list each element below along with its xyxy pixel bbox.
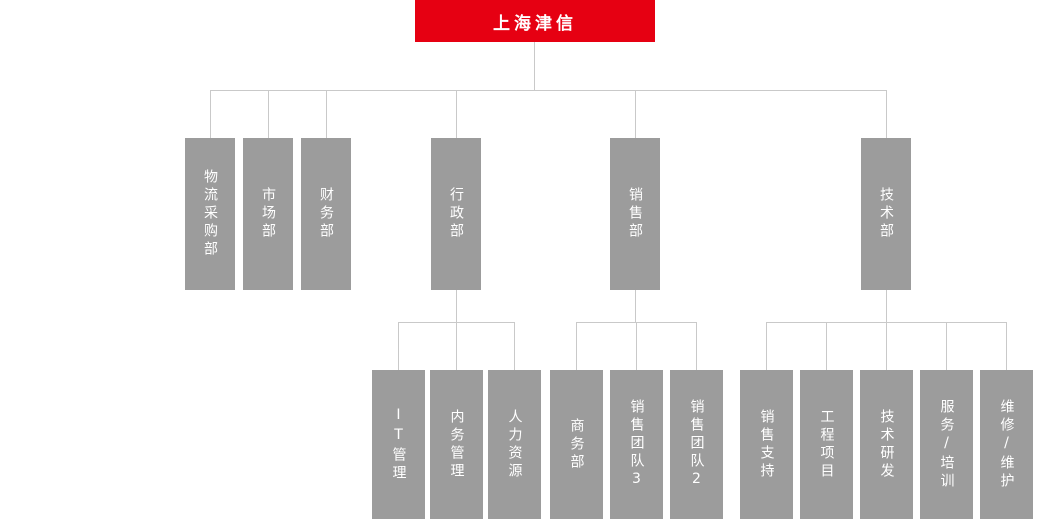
org-node-sales-team-3-label: 销售团队3 — [628, 398, 645, 491]
connector-drop-administration — [456, 90, 457, 138]
org-node-service-training-label: 服务/培训 — [938, 398, 955, 491]
org-node-repair-maintenance: 维修/维护 — [980, 370, 1033, 519]
org-node-it-management-label: IT管理 — [390, 406, 407, 483]
org-node-internal-affairs-label: 内务管理 — [448, 408, 465, 481]
connector-drop-repair-maintenance — [1006, 322, 1007, 370]
org-node-sales-team-2-label: 销售团队2 — [688, 398, 705, 491]
org-node-administration-label: 行政部 — [448, 187, 464, 241]
org-node-service-training: 服务/培训 — [920, 370, 973, 519]
connector-admin-stem — [456, 290, 457, 322]
org-node-technology: 技术部 — [861, 138, 911, 290]
connector-drop-business-dept — [576, 322, 577, 370]
connector-drop-technology — [886, 90, 887, 138]
org-node-marketing-label: 市场部 — [260, 187, 276, 241]
org-node-administration: 行政部 — [431, 138, 481, 290]
org-node-root-label: 上海津信 — [493, 13, 577, 34]
org-node-business-dept-label: 商务部 — [568, 417, 585, 472]
org-node-root: 上海津信 — [415, 0, 655, 42]
org-node-engineering-projects: 工程项目 — [800, 370, 853, 519]
connector-drop-human-resources — [514, 322, 515, 370]
connector-drop-sales — [635, 90, 636, 138]
org-node-sales-support: 销售支持 — [740, 370, 793, 519]
connector-drop-it-management — [398, 322, 399, 370]
org-node-logistics-procurement-label: 物流采购部 — [202, 169, 218, 259]
org-node-sales-team-3: 销售团队3 — [610, 370, 663, 519]
org-node-repair-maintenance-label: 维修/维护 — [998, 398, 1015, 491]
org-node-business-dept: 商务部 — [550, 370, 603, 519]
org-node-logistics-procurement: 物流采购部 — [185, 138, 235, 290]
connector-drop-service-training — [946, 322, 947, 370]
connector-drop-finance — [326, 90, 327, 138]
org-node-tech-rnd-label: 技术研发 — [878, 408, 895, 481]
org-node-internal-affairs: 内务管理 — [430, 370, 483, 519]
connector-sales-stem — [635, 290, 636, 322]
org-node-sales: 销售部 — [610, 138, 660, 290]
org-node-engineering-projects-label: 工程项目 — [818, 408, 835, 481]
org-node-it-management: IT管理 — [372, 370, 425, 519]
org-node-tech-rnd: 技术研发 — [860, 370, 913, 519]
org-node-sales-support-label: 销售支持 — [758, 408, 775, 481]
connector-drop-marketing — [268, 90, 269, 138]
org-node-sales-label: 销售部 — [627, 187, 643, 241]
connector-root-drop — [534, 42, 535, 90]
connector-tech-stem — [886, 290, 887, 322]
org-node-human-resources: 人力资源 — [488, 370, 541, 519]
org-node-finance: 财务部 — [301, 138, 351, 290]
connector-drop-sales-support — [766, 322, 767, 370]
connector-drop-internal-affairs — [456, 322, 457, 370]
org-node-marketing: 市场部 — [243, 138, 293, 290]
connector-level1-rail — [210, 90, 887, 91]
org-node-technology-label: 技术部 — [878, 187, 894, 241]
org-node-finance-label: 财务部 — [318, 187, 334, 241]
connector-drop-engineering-projects — [826, 322, 827, 370]
org-node-sales-team-2: 销售团队2 — [670, 370, 723, 519]
org-node-human-resources-label: 人力资源 — [506, 408, 523, 481]
connector-drop-sales-team-3 — [636, 322, 637, 370]
connector-drop-sales-team-2 — [696, 322, 697, 370]
connector-drop-logistics — [210, 90, 211, 138]
connector-drop-tech-rnd — [886, 322, 887, 370]
